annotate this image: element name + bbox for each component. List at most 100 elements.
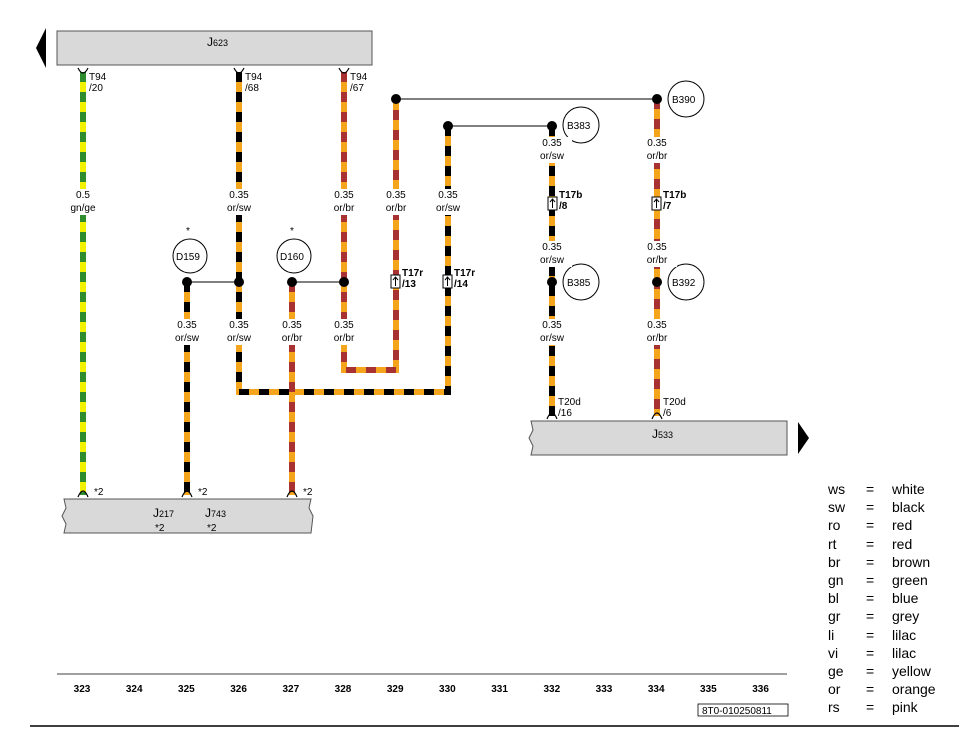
grid-number: 324 [126, 684, 143, 695]
svg-text:J533: J533 [652, 427, 673, 441]
wire-328-329-stripe [341, 72, 399, 373]
wire-labels: 0.5gn/ge0.35or/sw0.35or/br0.35or/br0.35o… [63, 137, 677, 345]
component-j623: J623 [36, 28, 373, 68]
legend-eq: = [866, 681, 875, 698]
legend-meaning: yellow [892, 663, 931, 680]
wire-330 [292, 126, 451, 395]
legend-eq: = [866, 626, 875, 643]
svg-text:B383: B383 [567, 121, 591, 132]
splice-d159: D159 * [172, 226, 208, 274]
svg-text:T94: T94 [89, 72, 107, 83]
wire-color: or/br [647, 333, 668, 344]
legend-code: or [828, 681, 841, 698]
connector-t17r-13: T17r /13 [390, 268, 423, 290]
wire-color: or/sw [540, 151, 565, 162]
legend-eq: = [866, 517, 875, 534]
wire-326-stripe [236, 72, 292, 395]
legend-code: li [828, 626, 835, 643]
splice-b392: B392 [667, 263, 705, 301]
legend-eq: = [866, 499, 875, 516]
svg-text:/7: /7 [663, 201, 672, 212]
legend-code: gr [828, 608, 841, 625]
connector-t94-68: T94 /68 [233, 67, 263, 94]
wire-color: or/br [386, 203, 407, 214]
svg-text:*2: *2 [94, 487, 104, 498]
wire-size: 0.35 [386, 190, 406, 201]
legend-row: rt=red [828, 535, 936, 553]
wire-size: 0.35 [542, 138, 562, 149]
wire-size: 0.35 [647, 138, 667, 149]
svg-text:*2: *2 [207, 523, 217, 534]
grid-number: 323 [74, 684, 91, 695]
legend-meaning: red [892, 517, 913, 534]
svg-text:D159: D159 [176, 252, 200, 263]
splice-dots [182, 94, 662, 287]
splice-d160: D160 * [276, 226, 312, 274]
wire-size: 0.35 [542, 242, 562, 253]
legend-meaning: white [892, 481, 925, 497]
connector-t20d-6: T20d /6 [651, 397, 686, 420]
wire-color: or/br [647, 255, 668, 266]
wire-size: 0.35 [334, 190, 354, 201]
svg-text:/68: /68 [245, 83, 259, 94]
wire-size: 0.35 [334, 320, 354, 331]
svg-text:J217: J217 [153, 506, 174, 520]
grid-number: 331 [491, 684, 508, 695]
wire-color: or/sw [540, 333, 565, 344]
svg-text:D160: D160 [280, 252, 304, 263]
svg-text:T94: T94 [350, 72, 368, 83]
wire-color: or/sw [540, 255, 565, 266]
grid-number: 332 [543, 684, 560, 695]
ground-pin-327: *2 [286, 487, 313, 498]
legend-eq: = [866, 663, 875, 680]
legend-meaning: grey [892, 608, 920, 625]
svg-text:*: * [290, 226, 294, 237]
legend-row: bl=blue [828, 589, 936, 607]
svg-text:/8: /8 [559, 201, 568, 212]
legend-meaning: green [892, 572, 928, 589]
legend-eq: = [866, 699, 875, 716]
splice-b385: B385 [562, 263, 600, 301]
svg-text:*: * [186, 226, 190, 237]
grid-number: 327 [282, 684, 299, 695]
svg-text:T17b: T17b [559, 190, 582, 201]
svg-text:J743: J743 [205, 506, 226, 520]
grid-number: 328 [335, 684, 352, 695]
wire-color: or/br [282, 333, 303, 344]
grid-number: 334 [648, 684, 665, 695]
svg-text:T17r: T17r [402, 268, 423, 279]
svg-text:T20d: T20d [663, 397, 686, 408]
reference-code: 8T0-010250811 [702, 706, 772, 717]
splice-b390: B390 [667, 80, 705, 118]
splice-b383: B383 [562, 106, 600, 144]
legend-code: ws [828, 481, 846, 497]
legend-meaning: orange [892, 681, 936, 698]
legend-code: ge [828, 663, 844, 680]
svg-text:*2: *2 [303, 487, 313, 498]
svg-text:/13: /13 [402, 279, 416, 290]
svg-text:T20d: T20d [558, 397, 581, 408]
svg-text:B392: B392 [672, 278, 696, 289]
legend-meaning: pink [892, 699, 918, 716]
legend-code: rt [828, 535, 837, 552]
connector-t94-20: T94 /20 [77, 67, 107, 94]
wire-size: 0.35 [647, 242, 667, 253]
svg-text:*2: *2 [155, 523, 165, 534]
ground-pin-323: *2 [77, 487, 104, 498]
wire-label-w329a: 0.35 or/br [376, 189, 416, 215]
component-j533: J533 [528, 420, 809, 456]
legend-code: br [828, 553, 841, 570]
legend-code: ro [828, 517, 841, 534]
legend-row: li=lilac [828, 626, 936, 644]
legend-meaning: lilac [892, 644, 917, 661]
wire-size: 0.35 [177, 320, 197, 331]
wire-color: or/sw [436, 203, 461, 214]
connector-t17b-7: T17b /7 [651, 190, 686, 212]
